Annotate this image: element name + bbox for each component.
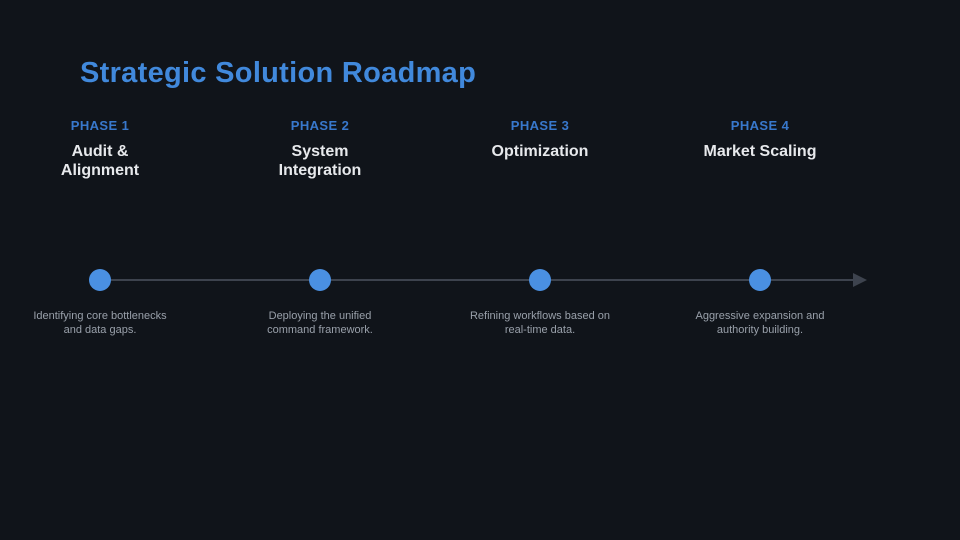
phase-4-label: PHASE 4	[730, 118, 790, 133]
phase-1-title: Audit & Alignment	[60, 143, 140, 179]
slide-title: Strategic Solution Roadmap	[80, 57, 477, 89]
timeline-dot-phase-1	[89, 269, 111, 291]
phase-2-label: PHASE 2	[290, 118, 350, 133]
timeline-dot-phase-3	[529, 269, 551, 291]
phase-4-header: PHASE 4 Market Scaling	[650, 118, 870, 161]
timeline-line	[100, 279, 855, 281]
phase-1-description: Identifying core bottlenecks and data ga…	[33, 310, 167, 336]
phase-2-description: Deploying the unified command framework.	[267, 310, 373, 336]
timeline-dot-phase-4	[749, 269, 771, 291]
phase-2-header: PHASE 2 System Integration	[210, 118, 430, 180]
phase-1-label: PHASE 1	[70, 118, 130, 133]
phase-4-description: Aggressive expansion and authority build…	[695, 310, 825, 336]
phase-4-title: Market Scaling	[703, 143, 817, 160]
arrow-right-icon	[853, 273, 867, 287]
phase-3-description: Refining workflows based on real-time da…	[469, 310, 611, 336]
timeline-dot-phase-2	[309, 269, 331, 291]
phase-1-header: PHASE 1 Audit & Alignment	[0, 118, 210, 180]
phase-3-label: PHASE 3	[510, 118, 570, 133]
phase-3-title: Optimization	[491, 143, 589, 160]
phase-2-title: System Integration	[278, 143, 362, 179]
phase-3-header: PHASE 3 Optimization	[430, 118, 650, 161]
